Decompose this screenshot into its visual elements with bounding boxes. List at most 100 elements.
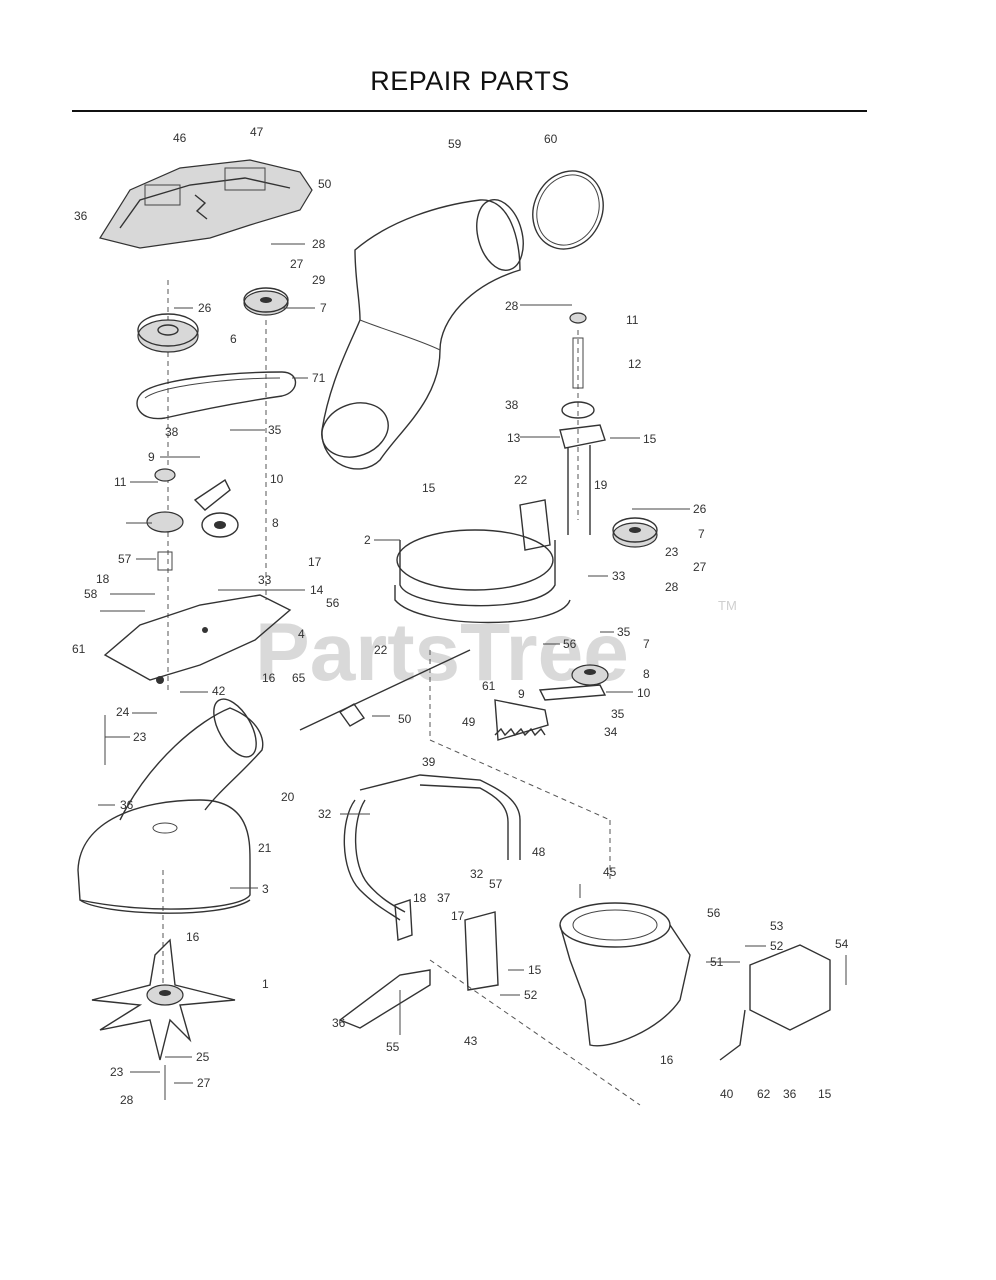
callout-label: 17: [451, 909, 465, 923]
callout-label: 42: [212, 684, 226, 698]
callout-label: 53: [770, 919, 784, 933]
callout-label: 28: [665, 580, 679, 594]
callout-label: 38: [505, 398, 519, 412]
drive-belt: [136, 371, 297, 420]
callout-label: 9: [518, 687, 525, 701]
callout-label: 11: [114, 475, 127, 489]
callout-label: 14: [310, 583, 324, 597]
callout-label: 59: [448, 137, 462, 151]
callout-label: 23: [110, 1065, 124, 1079]
callout-label: 54: [835, 937, 849, 951]
belt-cover: [99, 159, 313, 249]
callout-label: 26: [198, 301, 212, 315]
callout-label: 38: [165, 425, 179, 439]
callout-label: 7: [320, 301, 327, 315]
callout-label: 56: [563, 637, 577, 651]
callout-label: 6: [230, 332, 237, 346]
callout-label: 39: [422, 755, 436, 769]
callout-label: 3: [262, 882, 269, 896]
callout-label: 27: [693, 560, 707, 574]
callout-label: 35: [611, 707, 625, 721]
mounting-frame: [338, 774, 521, 1029]
callout-label: 20: [281, 790, 295, 804]
callout-label: 22: [374, 643, 388, 657]
callout-label: 52: [770, 939, 784, 953]
callout-label: 7: [643, 637, 650, 651]
callout-label: 34: [604, 725, 618, 739]
page-title: REPAIR PARTS: [370, 66, 570, 96]
callout-labels: 46 47 50 36 28 27 29 7 26 6 71 38 35 9 1…: [72, 125, 849, 1107]
callout-label: 48: [532, 845, 546, 859]
callout-label: 29: [312, 273, 326, 287]
callout-label: 16: [660, 1053, 674, 1067]
callout-label: 35: [268, 423, 282, 437]
callout-label: 56: [326, 596, 340, 610]
watermark-text: PartsTree: [255, 607, 629, 698]
callout-label: 7: [698, 527, 705, 541]
callout-label: 49: [462, 715, 476, 729]
callout-label: 1: [262, 977, 269, 991]
idler-right: [494, 664, 609, 741]
blower-housing: [77, 698, 264, 914]
callout-label: 28: [312, 237, 326, 251]
callout-label: 19: [594, 478, 608, 492]
callout-label: 47: [250, 125, 264, 139]
callout-label: 23: [665, 545, 679, 559]
callout-label: 58: [84, 587, 98, 601]
callout-label: 43: [464, 1034, 478, 1048]
callout-label: 15: [528, 963, 542, 977]
chute-base: [559, 902, 831, 1061]
callout-label: 25: [196, 1050, 210, 1064]
callout-label: 15: [643, 432, 657, 446]
callout-label: 18: [96, 572, 110, 586]
callout-label: 50: [318, 177, 332, 191]
callout-label: 36: [332, 1016, 346, 1030]
idler-bracket-assembly: [103, 468, 292, 684]
pulley-large: [137, 313, 199, 353]
callout-label: 28: [120, 1093, 134, 1107]
callout-label: 71: [312, 371, 326, 385]
callout-label: 33: [258, 573, 272, 587]
callout-label: 50: [398, 712, 412, 726]
callout-label: 62: [757, 1087, 771, 1101]
callout-label: 17: [308, 555, 322, 569]
leader-lines: [98, 243, 847, 1084]
callout-label: 24: [116, 705, 130, 719]
callout-label: 36: [74, 209, 88, 223]
callout-label: 27: [290, 257, 304, 271]
callout-label: 26: [693, 502, 707, 516]
callout-label: 57: [489, 877, 503, 891]
callout-label: 11: [626, 313, 639, 327]
callout-label: 52: [524, 988, 538, 1002]
callout-label: 36: [120, 798, 134, 812]
callout-label: 18: [413, 891, 427, 905]
clamp-band: [532, 170, 604, 250]
pulley-small-top: [243, 287, 289, 316]
callout-label: 40: [720, 1087, 734, 1101]
callout-label: 65: [292, 671, 306, 685]
callout-label: 4: [298, 627, 305, 641]
callout-label: 27: [197, 1076, 211, 1090]
assembly-lines: [162, 280, 641, 1106]
callout-label: 57: [118, 552, 132, 566]
deck-ring: [394, 499, 571, 624]
callout-label: 10: [637, 686, 651, 700]
callout-label: 23: [133, 730, 147, 744]
callout-label: 16: [186, 930, 200, 944]
callout-label: 45: [603, 865, 617, 879]
callout-label: 28: [505, 299, 519, 313]
callout-label: 35: [617, 625, 631, 639]
callout-label: 8: [272, 516, 279, 530]
impeller: [91, 938, 236, 1100]
tension-rod: [299, 649, 546, 737]
callout-label: 15: [422, 481, 436, 495]
callout-label: 2: [364, 533, 371, 547]
callout-label: 55: [386, 1040, 400, 1054]
callout-label: 46: [173, 131, 187, 145]
callout-label: 37: [437, 891, 451, 905]
title-rule: [72, 110, 867, 112]
callout-label: 56: [707, 906, 721, 920]
callout-label: 61: [482, 679, 496, 693]
callout-label: 32: [470, 867, 484, 881]
